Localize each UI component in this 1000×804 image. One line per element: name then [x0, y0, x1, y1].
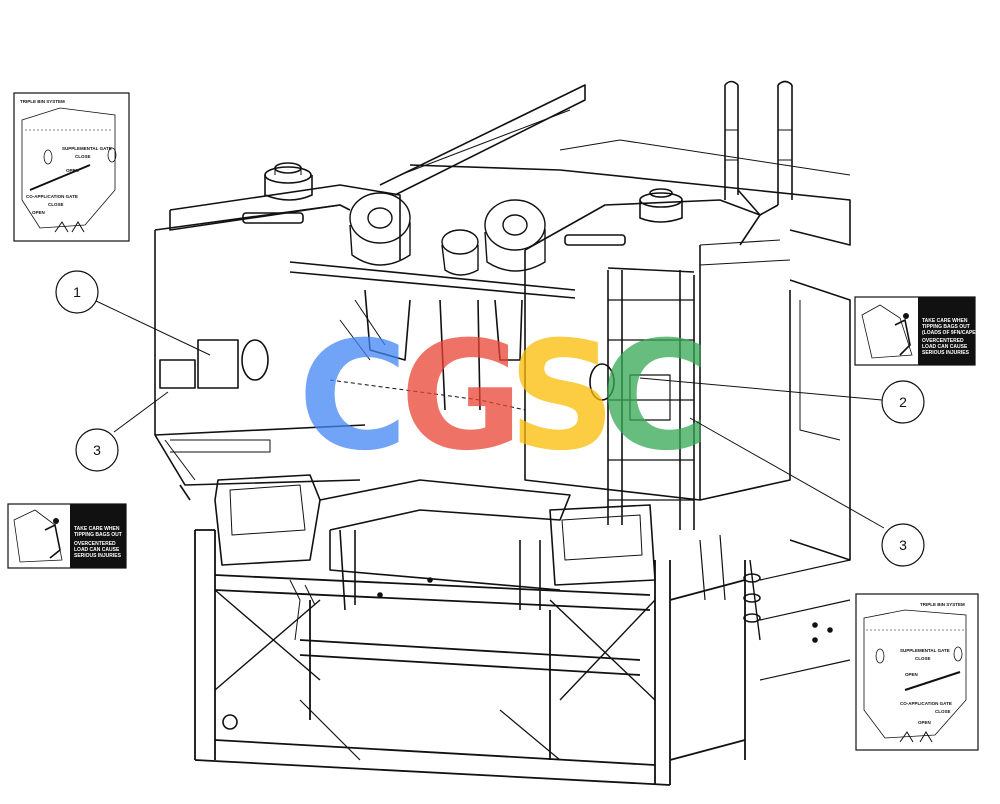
warn-right-line5: LOAD CAN CAUSE	[922, 344, 968, 350]
warn-right-line2: TIPPING BAGS OUT	[922, 324, 970, 330]
watermark-letter-c2: C	[600, 310, 710, 484]
callout-leaders	[93, 299, 885, 529]
watermark-letter-g: G	[400, 310, 523, 484]
watermark-letter-s: S	[508, 310, 616, 484]
warn-left-line5: SERIOUS INJURIES	[74, 553, 122, 559]
callout-2-label: 2	[899, 394, 907, 410]
warn-left-line1: TAKE CARE WHEN	[74, 526, 120, 532]
decal-triple-bin-bottom-right: TRIPLE BIN SYSTEM SUPPLEMENTAL GATE CLOS…	[855, 593, 979, 751]
callout-3-right-label: 3	[899, 537, 907, 553]
callout-3-left: 3	[75, 428, 119, 472]
callout-1: 1	[55, 270, 99, 314]
watermark: C G S C	[298, 310, 710, 484]
callout-2: 2	[881, 380, 925, 424]
decal-open2: OPEN	[32, 210, 45, 215]
decal-br-open1: OPEN	[905, 672, 918, 677]
warn-right-line4: OVERCENTERED	[922, 338, 964, 344]
decal-gate1: SUPPLEMENTAL GATE	[62, 146, 112, 151]
decal-gate2: CO-APPLICATION GATE	[26, 194, 78, 199]
warn-right-line3: (LOADS OF 9FN/CAPEN)	[922, 330, 981, 336]
decal-title: TRIPLE BIN SYSTEM	[20, 99, 65, 104]
decal-close2: CLOSE	[48, 202, 64, 207]
decal-warning-right: TAKE CARE WHEN TIPPING BAGS OUT (LOADS O…	[854, 296, 981, 366]
warn-left-line2: TIPPING BAGS OUT	[74, 532, 122, 538]
callout-3-left-label: 3	[93, 442, 101, 458]
warn-left-line3: OVERCENTERED	[74, 541, 116, 547]
decal-close1: CLOSE	[75, 154, 91, 159]
watermark-letter-c1: C	[298, 310, 408, 484]
warn-left-line4: LOAD CAN CAUSE	[74, 547, 120, 553]
machine-drawing	[154, 80, 851, 786]
decal-br-gate1: SUPPLEMENTAL GATE	[900, 648, 950, 653]
decal-warning-left: TAKE CARE WHEN TIPPING BAGS OUT OVERCENT…	[7, 503, 127, 569]
decal-open1: OPEN	[66, 168, 79, 173]
callout-3-right: 3	[881, 523, 925, 567]
decal-br-title: TRIPLE BIN SYSTEM	[920, 602, 965, 607]
decal-br-gate2: CO-APPLICATION GATE	[900, 701, 952, 706]
warn-right-line1: TAKE CARE WHEN	[922, 318, 968, 324]
decal-triple-bin-top-left: TRIPLE BIN SYSTEM SUPPLEMENTAL GATE CLOS…	[13, 92, 130, 242]
decal-br-open2: OPEN	[918, 720, 931, 725]
warn-right-line6: SERIOUS INJURIES	[922, 350, 970, 356]
callout-1-label: 1	[73, 284, 81, 300]
decal-br-close1: CLOSE	[915, 656, 931, 661]
decal-br-close2: CLOSE	[935, 709, 951, 714]
